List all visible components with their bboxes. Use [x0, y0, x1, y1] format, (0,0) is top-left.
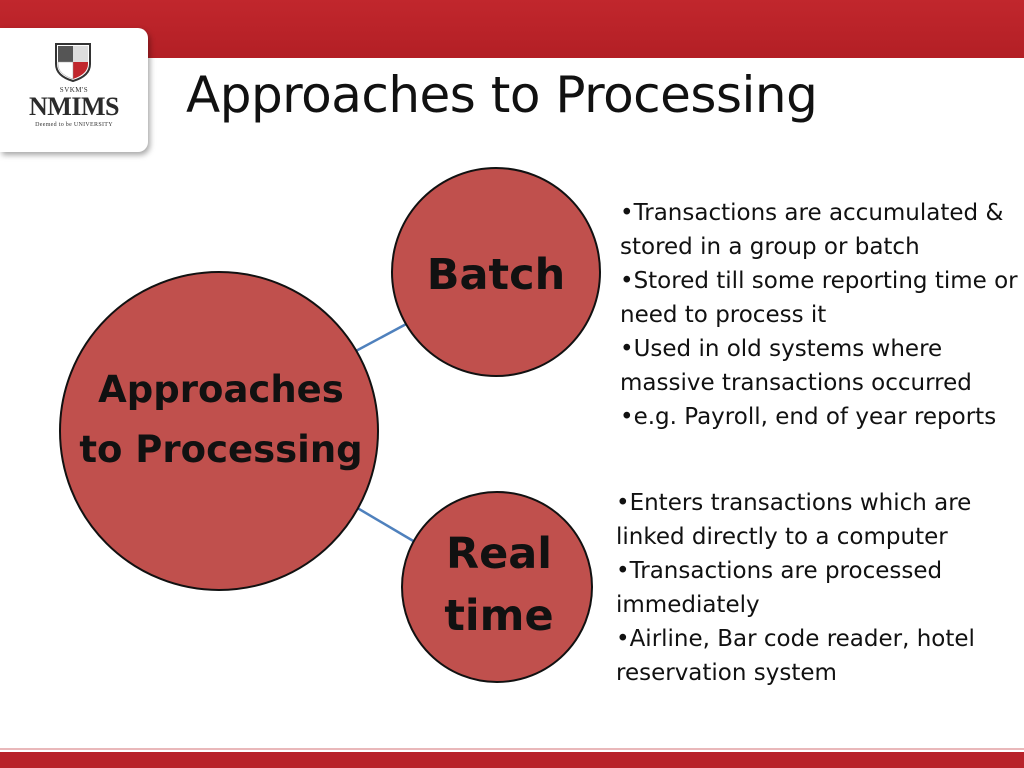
batch-node-label: Batch [426, 250, 566, 300]
center-node-line-2: to Processing [79, 428, 363, 471]
bullet-item: •Enters transactions which are linked di… [616, 490, 972, 550]
bullet-item: •Used in old systems where massive trans… [620, 336, 972, 396]
logo-top-text: SVKM'S [59, 86, 89, 94]
logo-name: NMIMS [29, 92, 119, 121]
crest-icon [55, 43, 91, 82]
bottom-accent-line [0, 748, 1024, 750]
bottom-accent-bar [0, 752, 1024, 768]
connector-realtime [353, 504, 416, 544]
top-accent-bar [0, 0, 1024, 58]
batch-bullet-list: •Transactions are accumulated & stored i… [620, 196, 1018, 434]
slide-title: Approaches to Processing [186, 66, 818, 124]
logo: SVKM'S NMIMS Deemed to be UNIVERSITY [0, 28, 148, 152]
bullet-item: •Transactions are processed immediately [616, 558, 943, 618]
realtime-node-line-2: time [444, 591, 554, 641]
bullet-item: •e.g. Payroll, end of year reports [620, 404, 997, 430]
bullet-item: •Airline, Bar code reader, hotel reserva… [616, 626, 975, 686]
batch-node [391, 167, 601, 377]
center-node-line-1: Approaches [98, 368, 344, 411]
connector-batch [353, 320, 411, 354]
center-node-label: Approaches to Processing [66, 340, 376, 500]
realtime-node [401, 491, 593, 683]
realtime-bullet-list: •Enters transactions which are linked di… [616, 486, 1016, 690]
realtime-node-label: Real time [404, 520, 594, 650]
bullet-item: •Stored till some reporting time or need… [620, 268, 1018, 328]
bullet-item: •Transactions are accumulated & stored i… [620, 200, 1004, 260]
center-node [59, 271, 379, 591]
logo-sub-text: Deemed to be UNIVERSITY [35, 122, 113, 128]
realtime-node-line-1: Real [445, 529, 552, 579]
